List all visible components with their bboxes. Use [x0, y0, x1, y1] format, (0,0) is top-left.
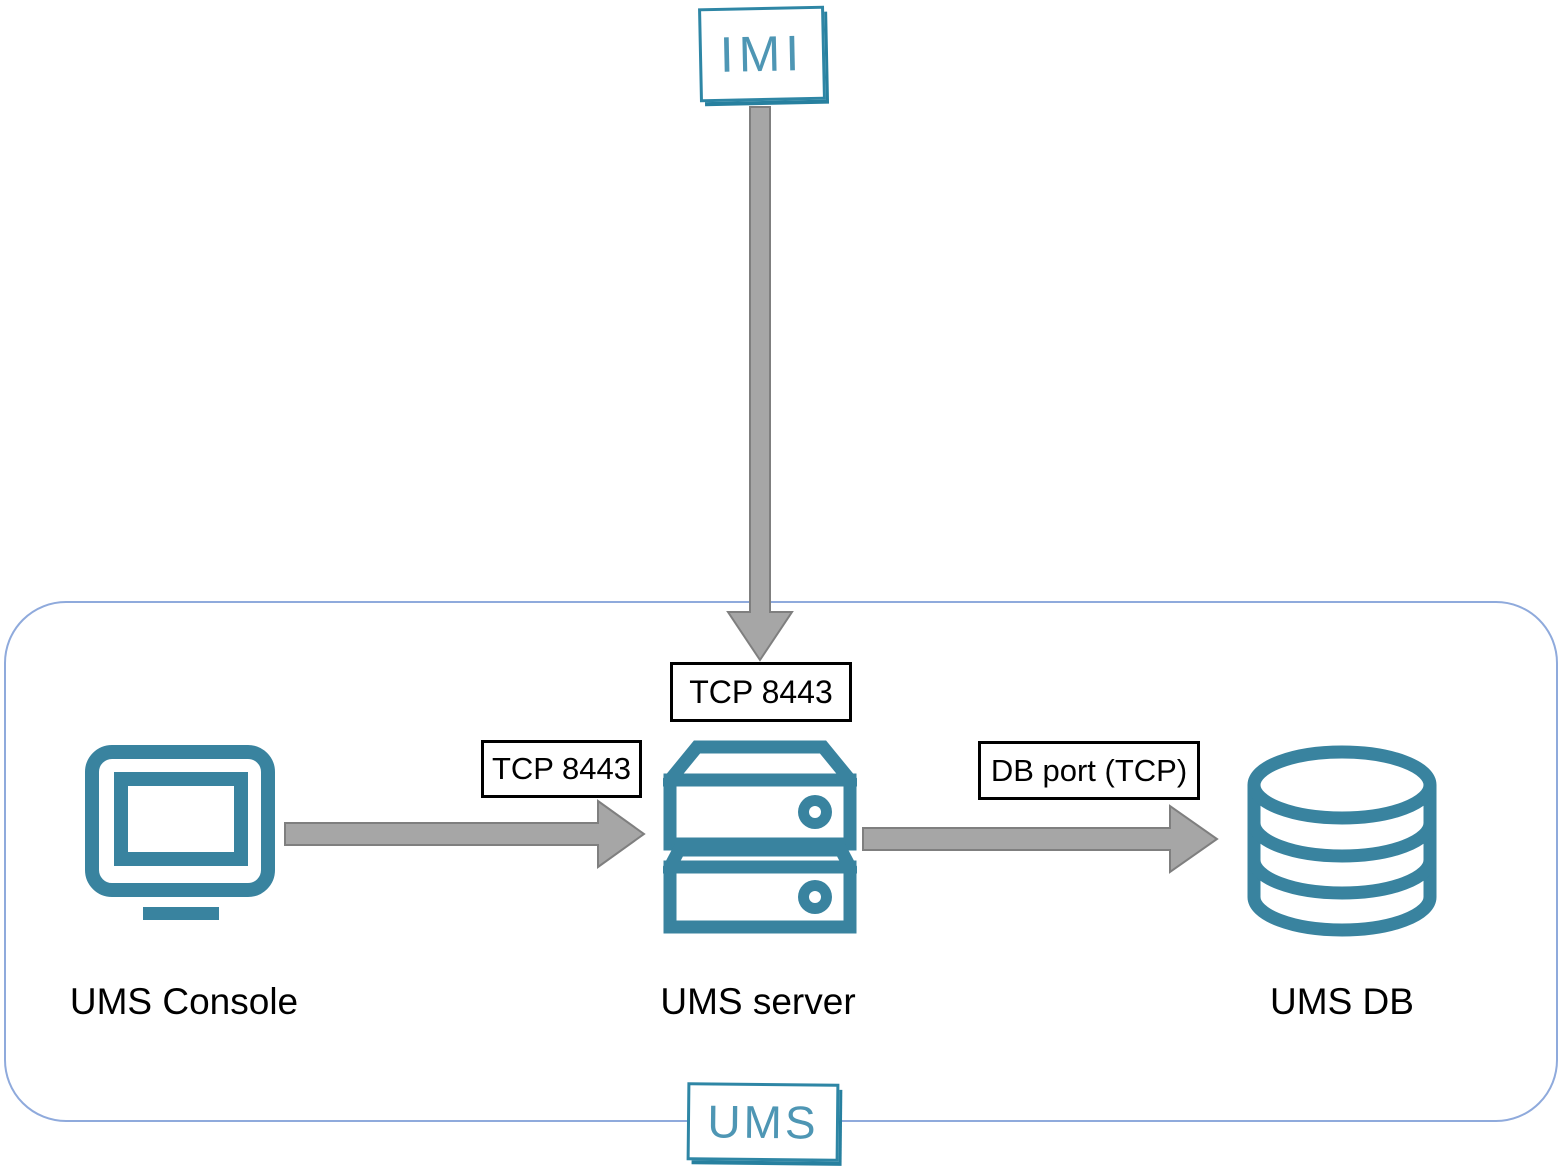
- ums-boundary-tag: UMS: [686, 1082, 840, 1162]
- imi-node-label: IMI: [719, 25, 805, 83]
- monitor-icon: [85, 745, 275, 920]
- server-icon: [663, 740, 857, 934]
- port-label-text: DB port (TCP): [990, 752, 1188, 788]
- imi-node: IMI: [698, 5, 826, 103]
- port-label-server-to-db: DB port (TCP): [978, 741, 1200, 800]
- port-label-text: TCP 8443: [491, 751, 631, 786]
- node-label-ums-db: UMS DB: [1270, 981, 1414, 1022]
- ums-boundary-label: UMS: [707, 1095, 819, 1149]
- node-label-ums-console: UMS Console: [69, 981, 299, 1022]
- port-label-text: TCP 8443: [689, 673, 833, 710]
- port-label-console-to-server: TCP 8443: [481, 740, 642, 798]
- node-label-ums-server: UMS server: [660, 981, 856, 1022]
- database-icon: [1247, 745, 1437, 937]
- port-label-imi-to-server: TCP 8443: [670, 662, 852, 722]
- arrow-down-icon: [726, 106, 794, 662]
